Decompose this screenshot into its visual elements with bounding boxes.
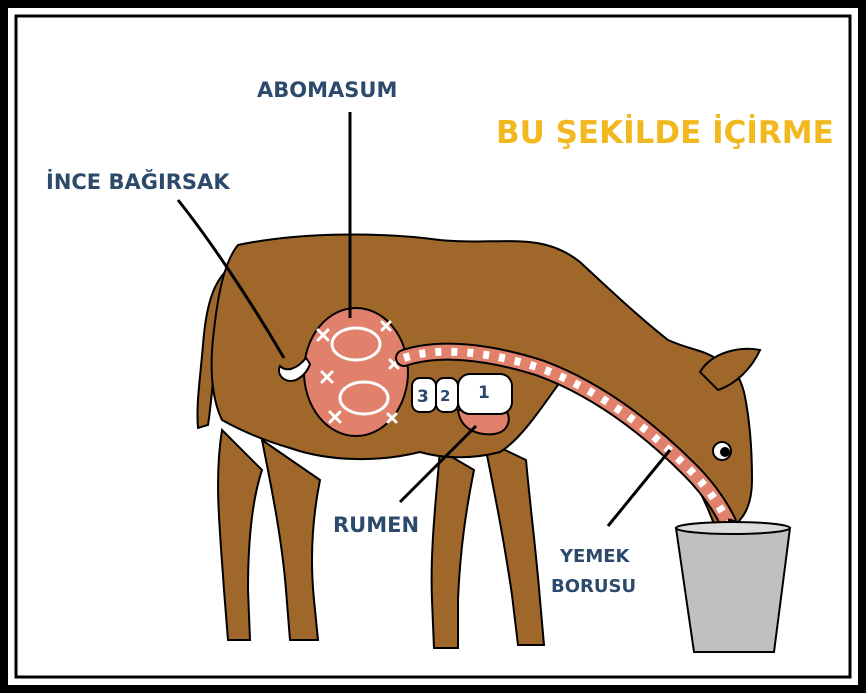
calf-pupil — [720, 447, 730, 457]
compartment-1-number: 1 — [478, 383, 490, 403]
esophagus-pointer — [608, 450, 670, 526]
esophagus-label-line2: BORUSU — [551, 576, 636, 597]
abomasum-label: ABOMASUM — [257, 78, 397, 102]
compartment-2-number: 2 — [440, 387, 450, 405]
compartment-3-number: 3 — [417, 387, 429, 407]
small-intestine-label: İNCE BAĞIRSAK — [46, 169, 230, 194]
bucket-rim — [676, 522, 790, 534]
calf-back-leg-left — [218, 430, 262, 640]
esophagus-label-line1: YEMEK — [559, 546, 631, 567]
diagram-title: BU ŞEKİLDE İÇİRME — [496, 115, 834, 151]
calf-front-leg-right — [484, 440, 544, 645]
calf-front-leg-left — [432, 450, 474, 648]
calf-back-leg-right — [262, 440, 320, 640]
rumen-label: RUMEN — [333, 513, 419, 537]
bucket — [676, 528, 790, 652]
